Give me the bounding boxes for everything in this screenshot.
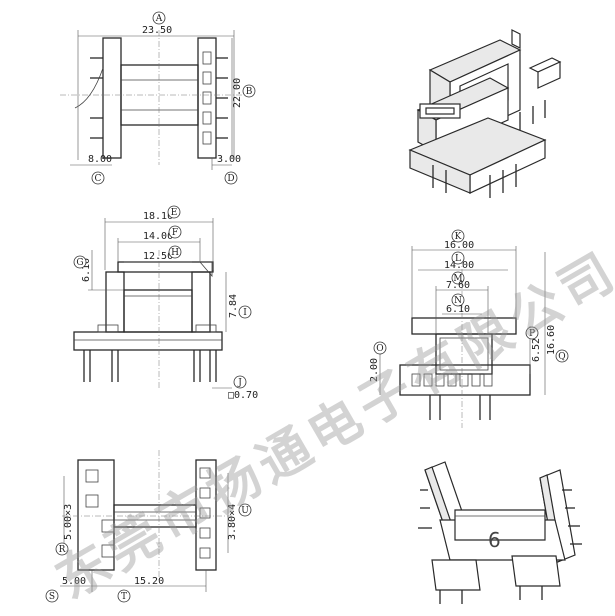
svg-text:6.10: 6.10 <box>446 304 470 315</box>
svg-text:15.20: 15.20 <box>134 576 164 587</box>
dim-J: J □0.70 <box>228 375 258 401</box>
svg-text:A: A <box>155 14 163 24</box>
dim-G: 6.10 G <box>73 255 92 282</box>
svg-text:16.00: 16.00 <box>444 240 474 251</box>
svg-text:7.60: 7.60 <box>446 280 470 291</box>
svg-text:D: D <box>227 174 234 184</box>
dim-F: 14.00 F <box>143 225 182 242</box>
view-number: 6 <box>488 528 501 552</box>
svg-text:7.84: 7.84 <box>228 294 239 318</box>
bottom-view <box>60 450 232 592</box>
svg-text:3.80×4: 3.80×4 <box>227 504 238 540</box>
svg-text:C: C <box>95 174 102 184</box>
svg-text:2.00: 2.00 <box>369 358 380 382</box>
svg-text:16.60: 16.60 <box>546 325 557 355</box>
svg-text:5.00×3: 5.00×3 <box>63 504 74 540</box>
svg-text:K: K <box>455 232 462 242</box>
dim-I: 7.84 I <box>228 294 252 319</box>
dim-C: 8.00 C <box>88 154 112 185</box>
svg-text:□0.70: □0.70 <box>228 390 258 401</box>
svg-text:H: H <box>171 248 179 258</box>
dim-Q: Q 16.60 <box>546 325 569 363</box>
svg-text:B: B <box>246 87 253 97</box>
dim-L: L 14.00 <box>444 251 474 271</box>
svg-text:Q: Q <box>558 352 565 362</box>
dim-B: 22.00 B <box>232 78 256 108</box>
svg-text:12.50: 12.50 <box>143 251 173 262</box>
svg-text:M: M <box>453 274 462 284</box>
dim-S: S 5.00 <box>45 576 86 603</box>
svg-text:E: E <box>171 208 178 218</box>
dim-P: P 6.52 <box>525 326 542 362</box>
isometric-view-bottom <box>418 461 582 604</box>
dim-K: K 16.00 <box>444 229 474 251</box>
svg-text:5.00: 5.00 <box>62 576 86 587</box>
svg-text:I: I <box>243 308 247 318</box>
svg-text:23.50: 23.50 <box>142 25 172 36</box>
dim-D: 3.00 D <box>217 154 241 185</box>
svg-text:P: P <box>529 329 535 339</box>
svg-text:6.10: 6.10 <box>81 258 92 282</box>
dim-E: 18.10 E <box>143 205 181 222</box>
svg-text:8.00: 8.00 <box>88 154 112 165</box>
dim-T: 15.20 T <box>117 576 164 603</box>
svg-text:R: R <box>59 545 66 555</box>
dim-R: 5.00×3 R <box>55 504 74 556</box>
svg-text:U: U <box>241 506 249 516</box>
dim-O: O 2.00 <box>369 341 387 382</box>
svg-text:14.00: 14.00 <box>444 260 474 271</box>
svg-text:J: J <box>237 378 242 388</box>
svg-text:18.10: 18.10 <box>143 211 173 222</box>
top-view <box>60 30 245 170</box>
svg-text:S: S <box>49 592 55 602</box>
dim-U: 3.80×4 U <box>227 503 252 540</box>
svg-text:N: N <box>454 296 462 306</box>
svg-text:O: O <box>376 344 383 354</box>
svg-text:G: G <box>76 258 83 268</box>
dim-N: N 6.10 <box>446 293 470 315</box>
svg-text:F: F <box>172 228 178 238</box>
isometric-view-top <box>408 29 562 198</box>
dim-H: 12.50 H <box>143 245 182 262</box>
svg-text:T: T <box>121 592 127 602</box>
dim-M: M 7.60 <box>446 271 470 291</box>
svg-text:6.52: 6.52 <box>531 338 542 362</box>
svg-text:3.00: 3.00 <box>217 154 241 165</box>
dim-A: 23.50 A <box>142 11 172 36</box>
front-view <box>73 218 232 390</box>
svg-text:14.00: 14.00 <box>143 231 173 242</box>
svg-text:L: L <box>455 254 461 264</box>
svg-text:22.00: 22.00 <box>232 78 243 108</box>
